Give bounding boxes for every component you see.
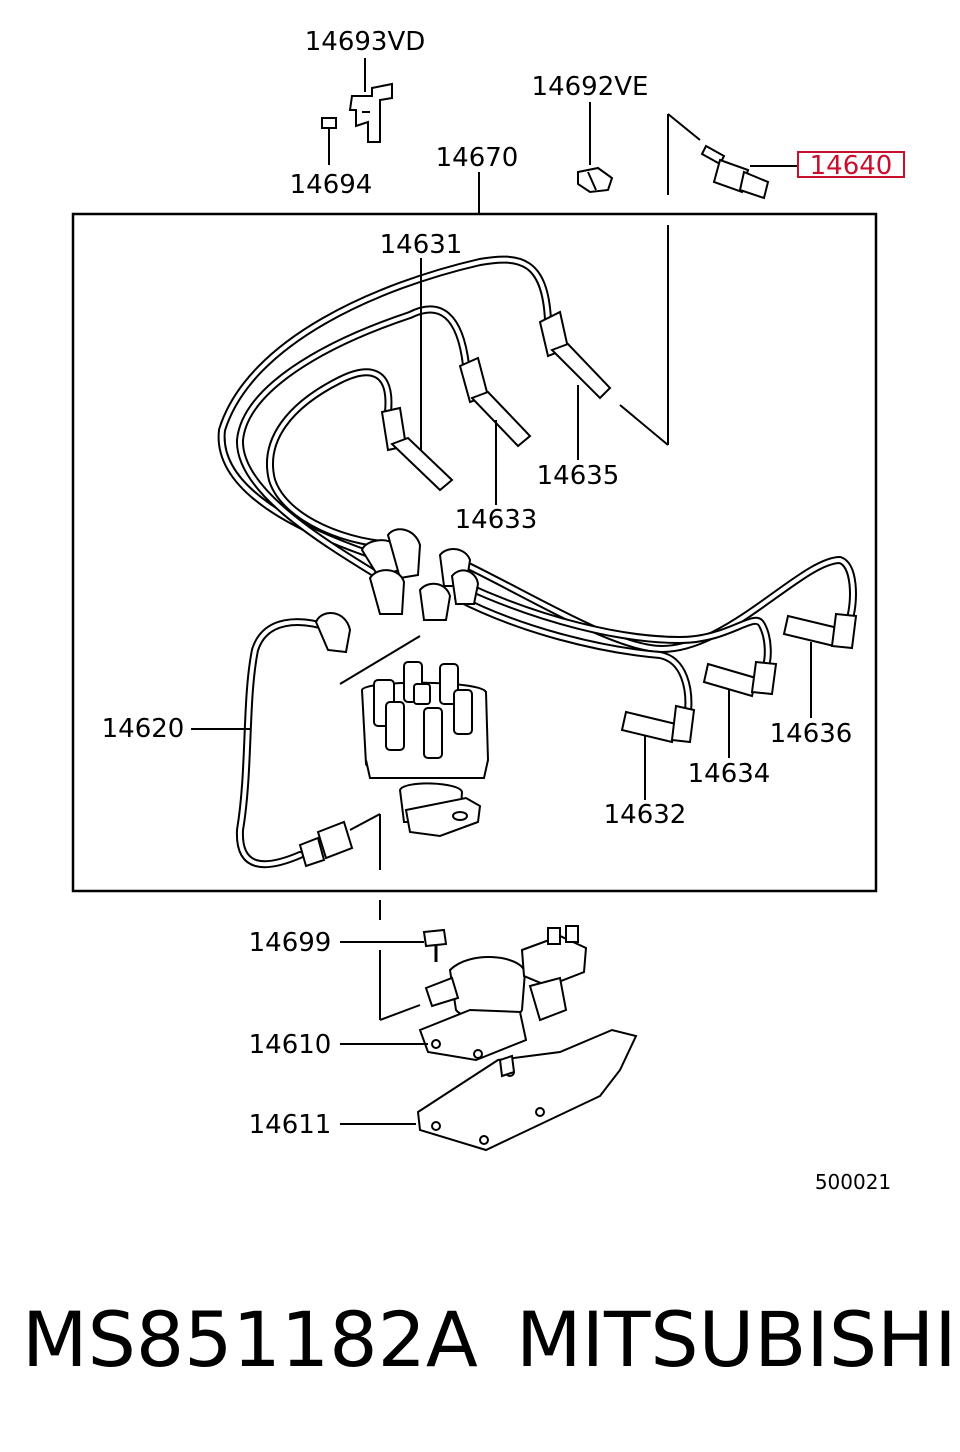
plug-boot-14632	[620, 704, 696, 744]
bolt-14699	[422, 928, 448, 962]
label-14631: 14631	[380, 230, 463, 260]
ignition-coil-14610	[418, 925, 588, 1062]
label-14636: 14636	[770, 719, 853, 749]
footer-brand: MITSUBISHI	[516, 1295, 957, 1384]
leader-lines	[191, 258, 812, 1125]
clip-14692ve	[577, 102, 614, 194]
distributor-boots	[314, 528, 480, 654]
plug-boot-14634	[702, 660, 778, 698]
spark-plug-14640	[667, 113, 798, 200]
plug-boot-14633	[458, 356, 532, 448]
diagram-code: 500021	[815, 1170, 891, 1194]
guide-lines	[349, 225, 669, 1021]
label-14693vd: 14693VD	[305, 27, 426, 57]
plug-boot-14635	[538, 310, 612, 400]
label-14640: 14640	[810, 151, 893, 181]
coil-wire-end	[298, 820, 354, 868]
label-14635: 14635	[537, 461, 620, 491]
label-14633: 14633	[455, 505, 538, 535]
label-14620: 14620	[102, 714, 185, 744]
footer-part-number: MS851182A	[22, 1295, 478, 1384]
highlight-box-14640	[797, 151, 905, 178]
ignition-cables	[217, 255, 857, 869]
label-14632: 14632	[604, 800, 687, 830]
label-14694: 14694	[290, 170, 373, 200]
label-14699: 14699	[249, 928, 332, 958]
bolt-14694	[321, 117, 337, 165]
bracket-14693vd	[348, 58, 393, 143]
plug-boot-14636	[782, 612, 858, 650]
plug-boot-14631	[380, 406, 454, 492]
label-14634: 14634	[688, 759, 771, 789]
wire-set-box	[71, 212, 878, 893]
label-14670: 14670	[436, 143, 519, 173]
label-14611: 14611	[249, 1110, 332, 1140]
label-14610: 14610	[249, 1030, 332, 1060]
distributor	[339, 635, 490, 838]
label-14692ve: 14692VE	[532, 72, 649, 102]
coil-bracket-14611	[416, 1028, 638, 1152]
